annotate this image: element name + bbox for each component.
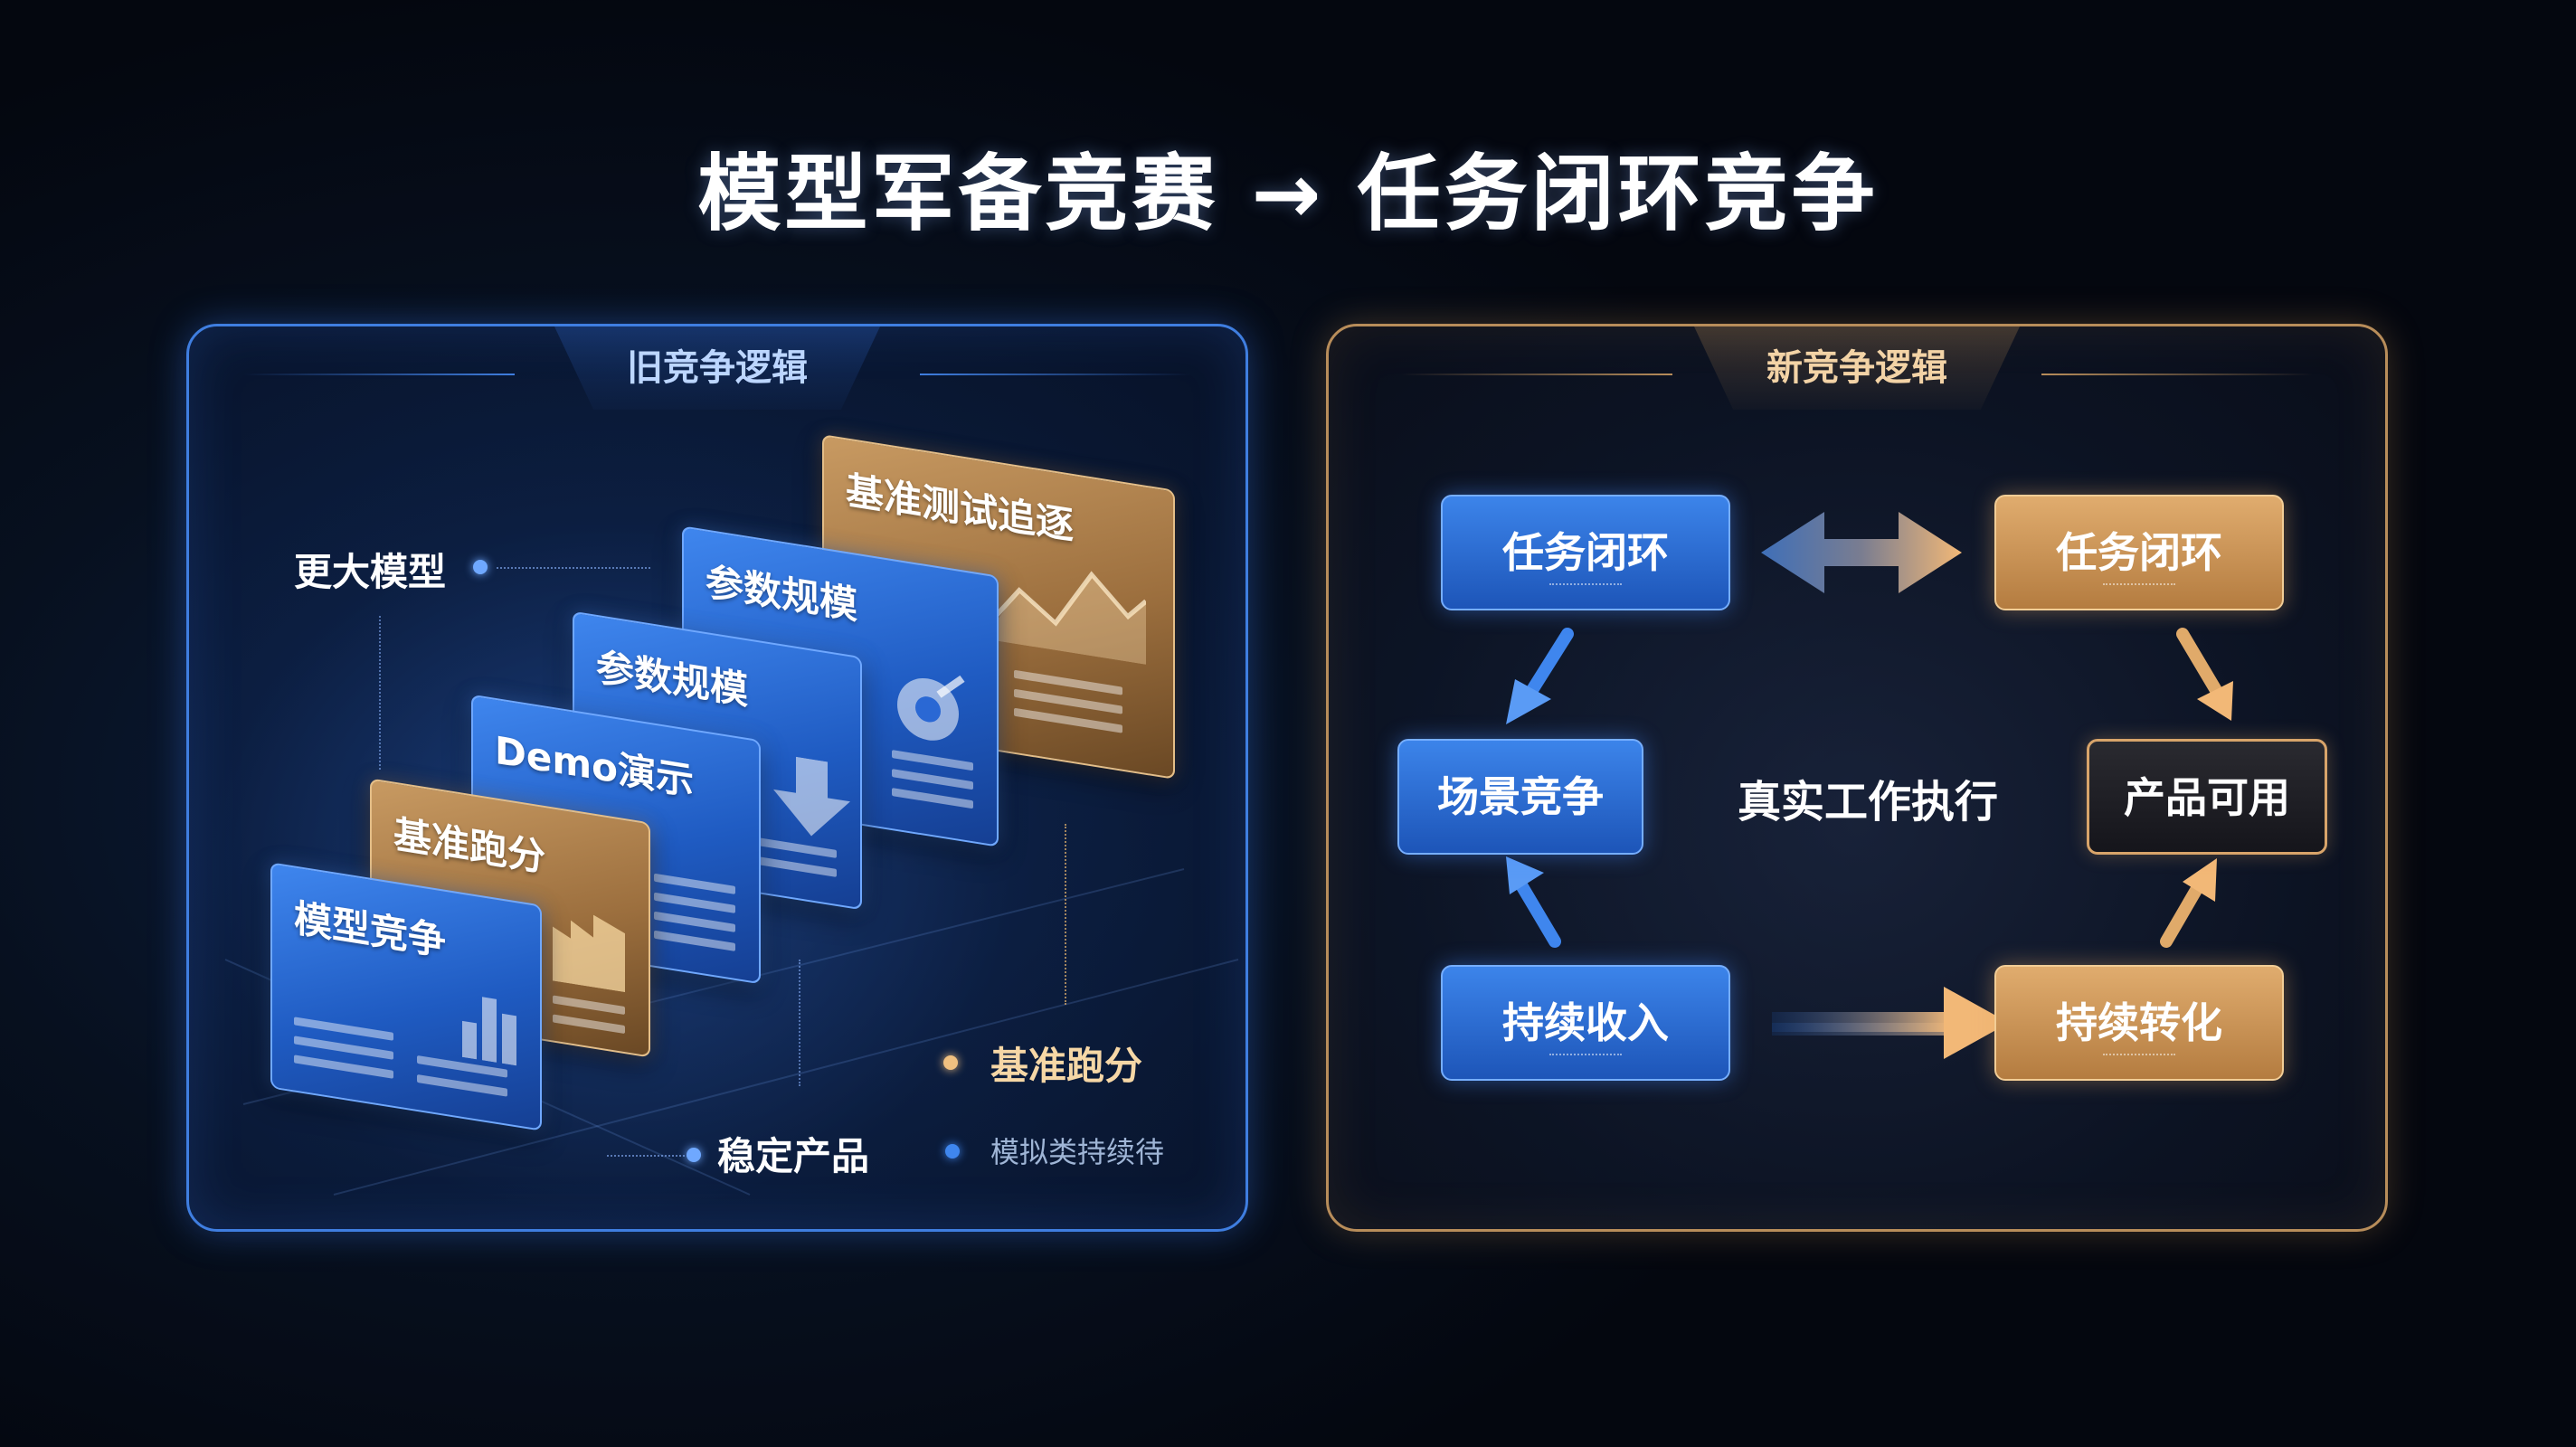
old-logic-heading: 旧竞争逻辑 (554, 326, 880, 410)
benchmark-score-dot (943, 1055, 958, 1070)
node-underline (1549, 1054, 1622, 1055)
node-label: 任务闭环 (1502, 528, 1669, 577)
stable-product-label: 稳定产品 (717, 1134, 870, 1178)
text-lines-icon (294, 1006, 393, 1079)
node-continuous-conversion: 持续转化 (1994, 965, 2284, 1081)
card-label: 基准跑分 (393, 811, 546, 881)
text-lines-icon (892, 739, 973, 809)
node-label: 持续转化 (2056, 998, 2222, 1047)
node-label: 任务闭环 (2056, 528, 2222, 577)
income-to-scenario-arrow (1506, 856, 1544, 894)
node-product-usable: 产品可用 (2087, 739, 2327, 855)
bigger-model-vertical (379, 616, 381, 770)
card-param-scale-front: 参数规模 (573, 610, 862, 911)
legend-blue-label: 模拟类持续待 (990, 1135, 1165, 1169)
card-label: 参数规模 (596, 644, 749, 714)
mountain-chart-icon (983, 571, 1146, 665)
conversion-to-product-arrow (2183, 858, 2217, 902)
card-model-competition: 模型竞争 (270, 862, 542, 1131)
node-label: 场景竞争 (1437, 772, 1604, 821)
new-logic-panel: 新竞争逻辑 (1326, 324, 2388, 1232)
bar-chart-icon (462, 997, 516, 1066)
tab-divider-left (1401, 374, 1672, 375)
bigger-model-label: 更大模型 (294, 550, 447, 594)
card-benchmark-score: 基准跑分 (370, 778, 650, 1058)
old-logic-panel: 旧竞争逻辑 基准测试追逐 参数规模 (186, 324, 1248, 1232)
node-task-loop-right: 任务闭环 (1994, 495, 2284, 610)
benchmark-connector (1065, 824, 1066, 1005)
loop-to-scenario-arrow (1506, 679, 1551, 724)
page-title: 模型军备竞赛 → 任务闭环竞争 (697, 146, 1879, 242)
text-lines-icon (1014, 659, 1122, 733)
node-underline (2103, 1054, 2175, 1055)
node-task-loop-left: 任务闭环 (1441, 495, 1730, 610)
card-benchmark-chase: 基准测试追逐 (822, 434, 1175, 780)
node-continuous-income: 持续收入 (1441, 965, 1730, 1081)
card-label: Demo演示 (495, 727, 694, 804)
new-logic-heading: 新竞争逻辑 (1694, 326, 2020, 410)
bidirectional-arrow (1761, 512, 1962, 593)
loop-to-product-arrow (2197, 681, 2233, 721)
tab-divider-left (243, 374, 515, 375)
center-label: 真实工作执行 (1738, 777, 1999, 828)
download-arrow-icon (773, 756, 850, 837)
node-underline (1549, 583, 1622, 585)
text-lines-icon (553, 984, 625, 1035)
card-label: 模型竞争 (294, 895, 447, 964)
flow-arrows (1506, 512, 2233, 1059)
legend-blue-dot (945, 1144, 960, 1159)
node-label: 持续收入 (1502, 998, 1669, 1047)
stable-product-vertical (799, 960, 800, 1086)
pie-chart-icon (897, 675, 965, 741)
stable-product-connector (607, 1155, 688, 1157)
factory-icon (553, 914, 625, 993)
stable-product-dot (687, 1148, 701, 1162)
card-label: 参数规模 (706, 559, 858, 629)
node-scenario: 场景竞争 (1397, 739, 1643, 855)
text-lines-icon (654, 863, 735, 951)
node-label: 产品可用 (2124, 773, 2290, 822)
bigger-model-dot (473, 560, 488, 574)
benchmark-score-label: 基准跑分 (990, 1044, 1143, 1088)
node-underline (2103, 583, 2175, 585)
bigger-model-connector (497, 567, 650, 569)
card-param-scale-back: 参数规模 (682, 525, 999, 847)
